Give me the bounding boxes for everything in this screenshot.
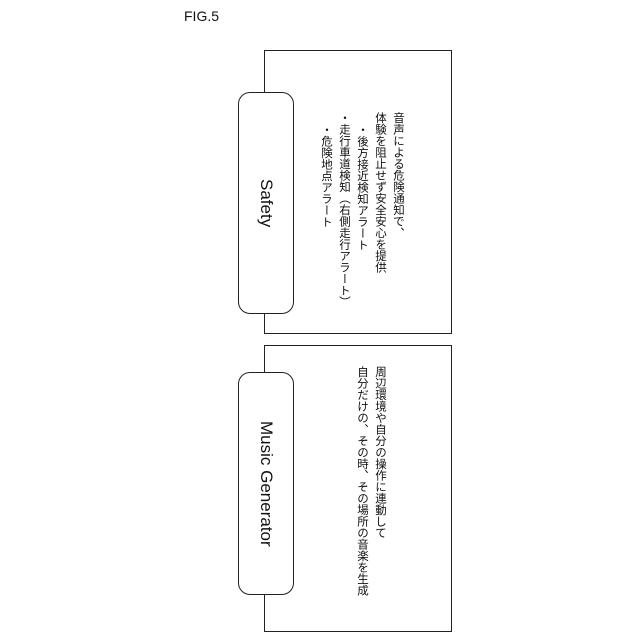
safety-title: Safety	[256, 179, 276, 227]
music-line-1: 周辺環境や自分の操作に連動して	[372, 366, 390, 596]
safety-line-5: ・危険地点アラート	[318, 112, 336, 308]
safety-line-2: 体験を阻止せず安全安心を提供	[372, 112, 390, 308]
safety-line-3: ・後方接近検知アラート	[354, 112, 372, 308]
safety-line-1: 音声による危険通知で、	[390, 112, 408, 308]
music-description: 周辺環境や自分の操作に連動して 自分だけの、その時、その場所の音楽を生成	[354, 366, 390, 596]
figure-label: FIG.5	[184, 8, 219, 24]
safety-title-box: Safety	[238, 92, 294, 314]
music-title: Music Generator	[256, 421, 276, 547]
safety-description: 音声による危険通知で、 体験を阻止せず安全安心を提供 ・後方接近検知アラート ・…	[318, 112, 408, 308]
music-title-box: Music Generator	[238, 372, 294, 595]
safety-line-4: ・走行車道検知（右側走行アラート）	[336, 112, 354, 308]
music-line-2: 自分だけの、その時、その場所の音楽を生成	[354, 366, 372, 596]
